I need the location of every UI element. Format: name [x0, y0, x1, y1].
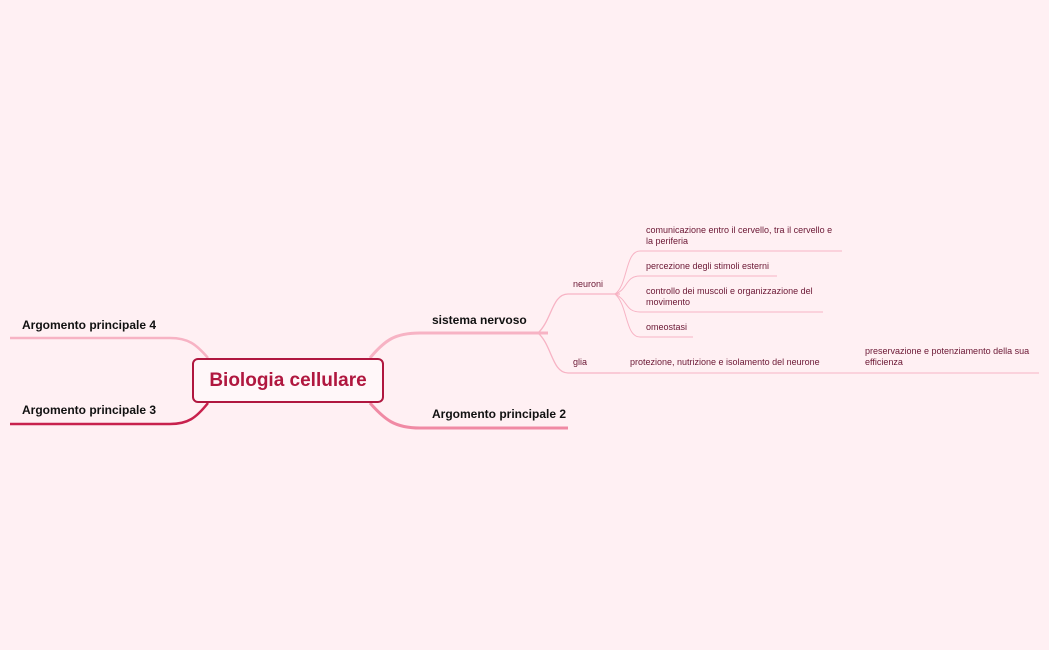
link-neuroni-d3: [614, 293, 823, 313]
subtopic-glia[interactable]: glia: [573, 357, 588, 367]
detail-preservazione-line1: preservazione e potenziamento della sua: [865, 346, 1030, 356]
detail-controllo-line2: movimento: [646, 297, 691, 307]
link-neuroni-d2: [614, 275, 777, 295]
link-central-argomento-4: [10, 336, 209, 359]
main-topic-argomento-3[interactable]: Argomento principale 3: [22, 403, 157, 417]
link-neuroni-d1: [614, 250, 842, 295]
detail-protezione[interactable]: protezione, nutrizione e isolamento del …: [630, 357, 820, 367]
link-central-argomento-2: [368, 402, 568, 430]
detail-preservazione-line2: efficienza: [865, 357, 903, 367]
main-topic-sistema-nervoso[interactable]: sistema nervoso: [432, 313, 527, 327]
subtopic-neuroni[interactable]: neuroni: [573, 279, 604, 289]
main-topic-argomento-2[interactable]: Argomento principale 2: [432, 407, 567, 421]
detail-comunicazione-line1: comunicazione entro il cervello, tra il …: [646, 225, 833, 235]
link-sistema-neuroni: [537, 293, 620, 334]
detail-percezione[interactable]: percezione degli stimoli esterni: [646, 261, 770, 271]
link-neuroni-d4: [614, 293, 693, 338]
detail-comunicazione-line2: la periferia: [646, 236, 689, 246]
detail-controllo-line1: controllo dei muscoli e organizzazione d…: [646, 286, 813, 296]
detail-comunicazione[interactable]: comunicazione entro il cervello, tra il …: [646, 225, 832, 247]
detail-omeostasi[interactable]: omeostasi: [646, 322, 688, 332]
link-central-argomento-3: [10, 402, 209, 426]
detail-controllo-muscoli[interactable]: controllo dei muscoli e organizzazione d…: [646, 286, 813, 308]
link-central-sistema-nervoso: [368, 331, 548, 359]
central-topic[interactable]: Biologia cellulare: [192, 358, 384, 403]
main-topic-argomento-4[interactable]: Argomento principale 4: [22, 318, 157, 332]
link-sistema-glia: [537, 332, 620, 374]
detail-preservazione[interactable]: preservazione e potenziamento della sua …: [865, 346, 1029, 368]
